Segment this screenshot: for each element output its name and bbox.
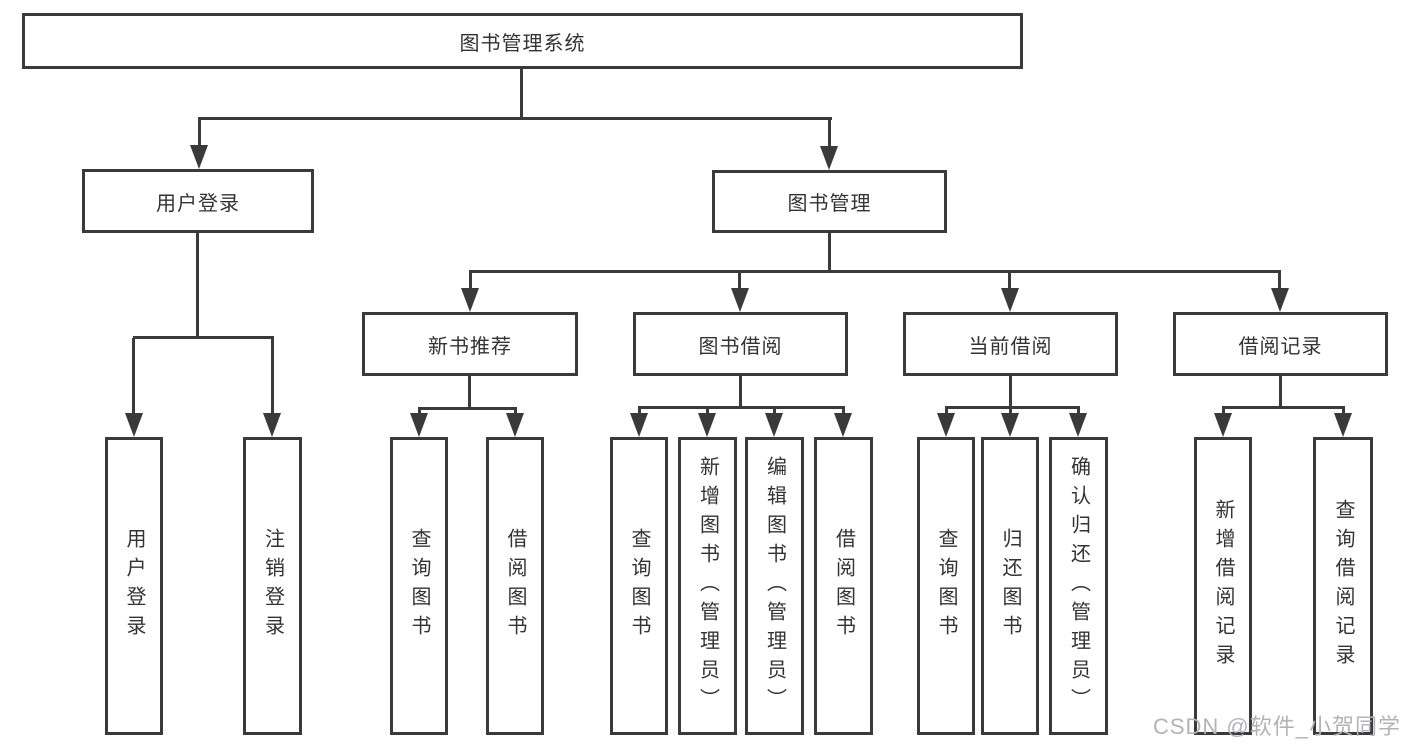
leaf-borrowing-query-books-label: 查询图书 <box>628 528 650 644</box>
leaf-current-confirm-return-admin: 确认归还（管理员） <box>1049 437 1108 735</box>
leaf-borrowing-query-books: 查询图书 <box>610 437 668 735</box>
leaf-logout: 注销登录 <box>243 437 302 735</box>
arrow-down-icon <box>1214 413 1232 437</box>
leaf-recommend-query-books: 查询图书 <box>390 437 448 735</box>
leaf-current-return-books: 归还图书 <box>981 437 1039 735</box>
node-borrowing-records-label: 借阅记录 <box>1238 335 1323 358</box>
leaf-borrowing-add-books-admin: 新增图书（管理员） <box>678 437 737 735</box>
node-book-borrowing: 图书借阅 <box>633 312 848 376</box>
arrow-down-icon <box>125 413 143 437</box>
leaf-records-add-record-label: 新增借阅记录 <box>1212 499 1234 673</box>
leaf-current-confirm-return-admin-label: 确认归还（管理员） <box>1067 455 1090 717</box>
connector-line <box>1009 375 1012 407</box>
connector-line <box>418 409 421 414</box>
node-book-borrowing-label: 图书借阅 <box>698 335 783 358</box>
leaf-borrowing-borrow-books: 借阅图书 <box>814 437 873 735</box>
leaf-records-query-record: 查询借阅记录 <box>1313 437 1373 735</box>
connector-line <box>738 272 741 289</box>
leaf-records-add-record: 新增借阅记录 <box>1194 437 1252 735</box>
connector-line <box>1077 408 1080 414</box>
connector-line <box>945 406 1080 409</box>
connector-line <box>638 406 845 409</box>
node-user-login-label: 用户登录 <box>156 192 240 215</box>
connector-line <box>133 336 274 339</box>
arrow-down-icon <box>190 145 208 169</box>
connector-line <box>1342 408 1345 414</box>
leaf-logout-label: 注销登录 <box>261 528 284 644</box>
node-user-login: 用户登录 <box>82 169 314 233</box>
node-new-book-recommend: 新书推荐 <box>362 312 578 376</box>
connector-line <box>739 375 742 407</box>
arrow-down-icon <box>1334 413 1352 437</box>
node-book-management: 图书管理 <box>712 170 947 233</box>
connector-line <box>706 408 709 414</box>
arrow-down-icon <box>937 413 955 437</box>
leaf-records-query-record-label: 查询借阅记录 <box>1332 499 1354 673</box>
arrow-down-icon <box>630 413 648 437</box>
arrow-down-icon <box>461 288 479 312</box>
arrow-down-icon <box>1001 288 1019 312</box>
leaf-recommend-borrow-books: 借阅图书 <box>486 437 544 735</box>
node-new-book-recommend-label: 新书推荐 <box>428 335 512 358</box>
connector-line <box>828 119 831 147</box>
leaf-user-login-label: 用户登录 <box>123 528 145 644</box>
arrow-down-icon <box>765 413 783 437</box>
node-root: 图书管理系统 <box>22 13 1023 69</box>
connector-line <box>196 232 199 337</box>
connector-line <box>1279 375 1282 407</box>
connector-line <box>132 338 135 414</box>
arrow-down-icon <box>698 413 716 437</box>
leaf-current-return-books-label: 归还图书 <box>999 528 1021 644</box>
connector-line <box>418 407 517 410</box>
node-current-borrowing-label: 当前借阅 <box>968 335 1053 358</box>
arrow-down-icon <box>820 146 838 170</box>
csdn-watermark: CSDN @软件_小贺同学 <box>1152 714 1401 739</box>
arrow-down-icon <box>1271 288 1289 312</box>
arrow-down-icon <box>410 413 428 437</box>
connector-line <box>828 232 831 271</box>
node-book-management-label: 图书管理 <box>787 193 872 215</box>
connector-line <box>514 409 517 414</box>
node-current-borrowing: 当前借阅 <box>903 312 1118 376</box>
leaf-borrowing-borrow-books-label: 借阅图书 <box>832 528 855 644</box>
leaf-current-query-books-label: 查询图书 <box>935 528 957 644</box>
connector-line <box>1008 272 1011 289</box>
leaf-current-query-books: 查询图书 <box>917 437 975 735</box>
arrow-down-icon <box>834 413 852 437</box>
connector-line <box>1222 406 1345 409</box>
connector-line <box>1009 408 1012 414</box>
leaf-borrowing-edit-books-admin-label: 编辑图书（管理员） <box>763 455 786 717</box>
leaf-user-login: 用户登录 <box>105 437 163 735</box>
arrow-down-icon <box>731 288 749 312</box>
connector-line <box>945 408 948 414</box>
node-root-label: 图书管理系统 <box>459 32 586 55</box>
leaf-borrowing-add-books-admin-label: 新增图书（管理员） <box>696 455 719 717</box>
connector-line <box>469 270 1281 273</box>
connector-line <box>198 119 201 146</box>
connector-line <box>842 408 845 414</box>
connector-line <box>638 408 641 414</box>
connector-line <box>773 408 776 414</box>
connector-line <box>1278 272 1281 289</box>
node-borrowing-records: 借阅记录 <box>1173 312 1388 376</box>
connector-line <box>469 272 472 289</box>
arrow-down-icon <box>1001 413 1019 437</box>
connector-line <box>1222 408 1225 414</box>
arrow-down-icon <box>263 413 281 437</box>
leaf-recommend-query-books-label: 查询图书 <box>408 528 430 644</box>
connector-line <box>198 117 832 120</box>
arrow-down-icon <box>506 413 524 437</box>
leaf-recommend-borrow-books-label: 借阅图书 <box>504 528 526 644</box>
leaf-borrowing-edit-books-admin: 编辑图书（管理员） <box>745 437 804 735</box>
connector-line <box>520 68 523 117</box>
arrow-down-icon <box>1069 413 1087 437</box>
connector-line <box>468 375 471 408</box>
connector-line <box>271 338 274 414</box>
